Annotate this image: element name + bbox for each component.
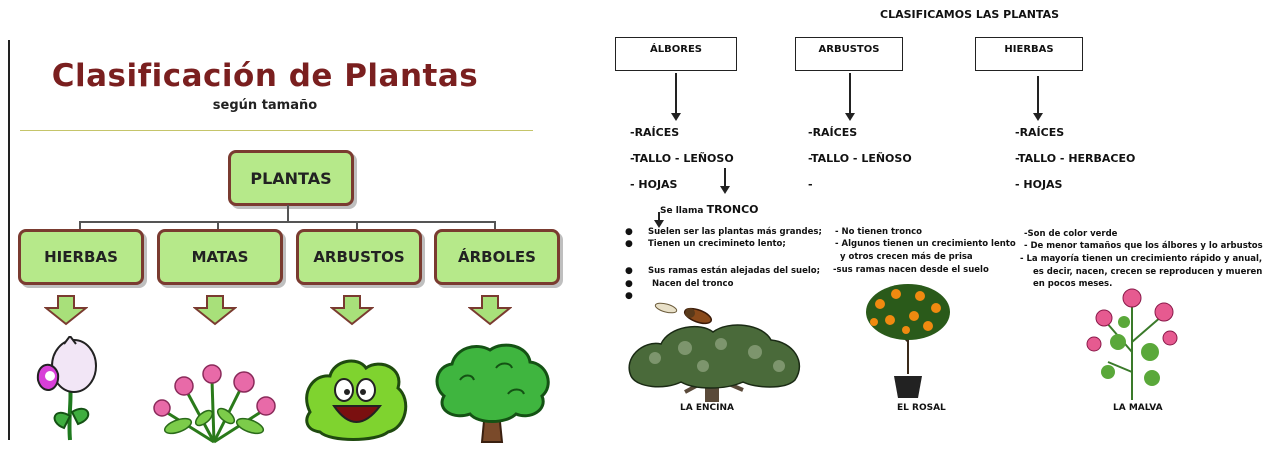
col1-bullet-4: Nacen del tronco [652,279,734,289]
root-box-plantas: PLANTAS [228,150,354,206]
col1-bullet-2: Tienen un crecimineto lento; [648,239,786,249]
left-border-line [8,40,10,440]
header-box-arbustos: ARBUSTOS [795,37,903,71]
acorns-icon [654,302,713,325]
header-box-albores: ÁLBORES [615,37,737,71]
col2-part-roots: -RAÍCES [808,126,858,139]
col1-bullet-1: Suelen ser las plantas más grandes; [648,227,822,237]
connector-down-4 [494,221,496,231]
bullet-dot: ● [625,266,633,276]
herb-flower-icon [36,336,97,441]
col3-line-5: en pocos meses. [1033,279,1113,289]
right-panel: CLASIFICAMOS LAS PLANTAS ÁLBORES ARBUSTO… [600,0,1270,456]
col1-bullet-3: Sus ramas están alejadas del suelo; [648,266,821,276]
col2-line-4: -sus ramas nacen desde el suelo [833,265,989,275]
connector-down-1 [79,221,81,231]
connector-down-3 [356,221,358,231]
bullet-dot: ● [625,279,633,289]
category-box-matas: MATAS [157,229,283,285]
col2-line-1: - No tienen tronco [835,227,922,237]
col1-part-leaves: - HOJAS [630,178,678,191]
bullet-dot: ● [625,291,633,301]
category-box-arbustos: ARBUSTOS [296,229,422,285]
down-arrow-icon [468,295,512,326]
se-llama-label: Se llama TRONCO [660,204,759,217]
col3-line-4: es decir, nacen, crecen se reproducen y … [1033,267,1263,277]
down-arrow-icon [44,295,88,326]
title-divider [20,130,533,131]
bullet-dot: ● [625,239,633,249]
caption-encina: LA ENCINA [680,403,734,413]
down-arrow-icon [193,295,237,326]
shrub-flowers-icon [153,364,276,444]
col2-part-leaves: - [808,178,813,191]
col1-part-stem: -TALLO - LEÑOSO [630,152,734,165]
rosal-plant-icon [866,284,950,398]
col2-line-3: y otros crecen más de prisa [840,252,973,262]
malva-plant-icon [1086,288,1178,400]
right-title: CLASIFICAMOS LAS PLANTAS [880,8,1060,21]
arrow-down-tronco [720,168,730,194]
left-subtitle: según tamaño [212,98,318,113]
smiling-bush-icon [305,359,408,441]
arrow-down-col2 [845,73,855,121]
tronco-tick [655,212,663,228]
left-panel: Clasificación de Plantas según tamaño PL… [0,0,560,456]
col3-line-2: - De menor tamaños que los álbores y lo … [1024,241,1263,251]
caption-malva: LA MALVA [1113,403,1163,413]
col3-line-1: -Son de color verde [1024,229,1118,239]
header-box-hierbas: HIERBAS [975,37,1083,71]
arrow-down-col1 [671,73,681,121]
encina-tree-icon [628,324,801,402]
category-box-arboles: ÁRBOLES [434,229,560,285]
connector-vertical-root [287,205,289,222]
col1-part-roots: -RAÍCES [630,126,680,139]
connector-horizontal [79,221,496,223]
category-box-hierbas: HIERBAS [18,229,144,285]
col3-part-roots: -RAÍCES [1015,126,1065,139]
down-arrow-icon [330,295,374,326]
col3-line-3: - La mayoría tienen un crecimiento rápid… [1020,254,1263,264]
tronco-text: TRONCO [706,203,759,216]
left-title: Clasificación de Plantas [51,58,479,94]
arrow-down-col3 [1033,76,1043,121]
caption-rosal: EL ROSAL [897,403,946,413]
col3-part-stem: -TALLO - HERBACEO [1015,152,1136,165]
se-llama-text: Se llama [660,206,704,216]
col3-part-leaves: - HOJAS [1015,178,1063,191]
col2-part-stem: -TALLO - LEÑOSO [808,152,912,165]
connector-down-2 [217,221,219,231]
bullet-dot: ● [625,227,633,237]
col2-line-2: - Algunos tienen un crecimiento lento [835,239,1016,249]
tree-icon [435,343,550,443]
